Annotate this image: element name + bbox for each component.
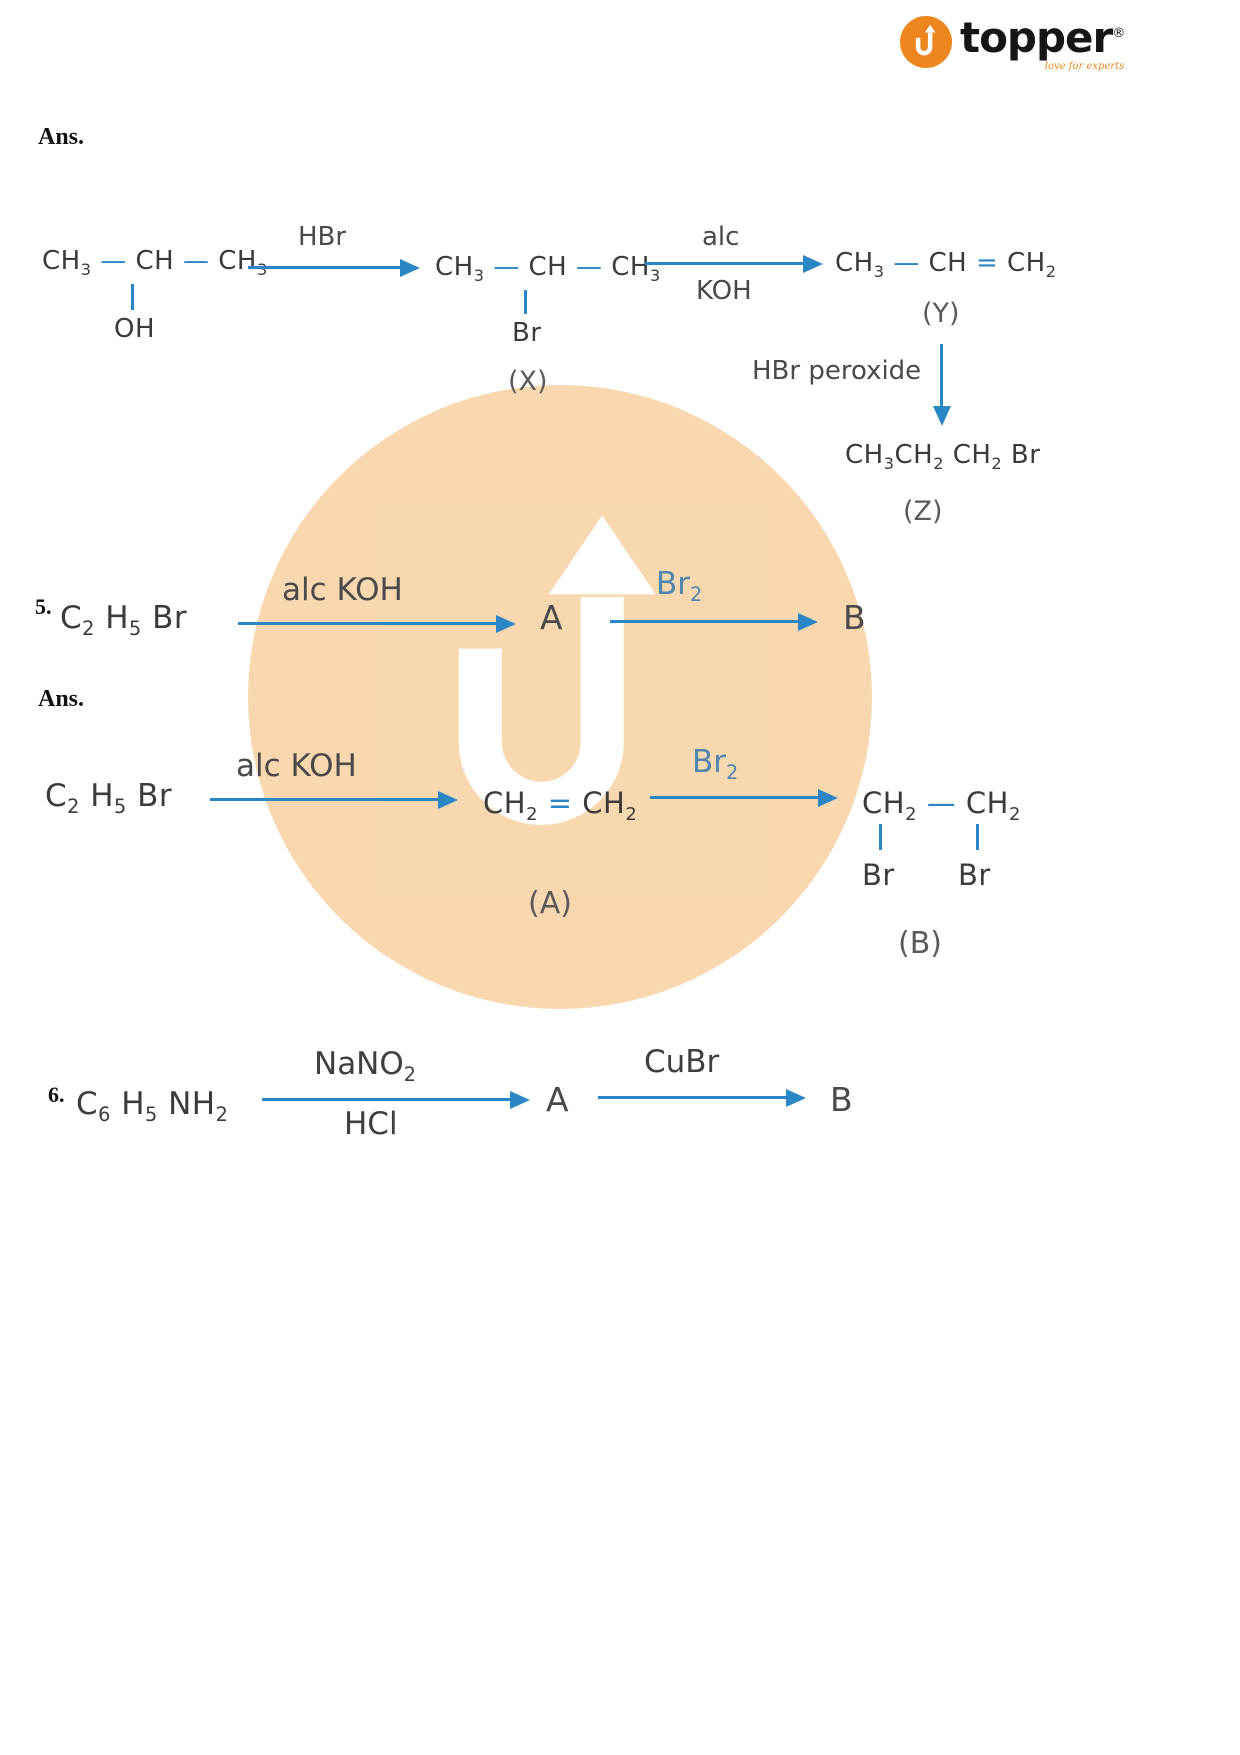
topper-logo-u-arrow-icon bbox=[900, 16, 952, 68]
scheme1-reactant-formula: CH3 — CH — CH3 bbox=[42, 246, 268, 280]
scheme1-intermediate-substituent: Br bbox=[512, 318, 542, 348]
question6-product-b: B bbox=[830, 1080, 853, 1119]
answer5-product2-vertical-bond-right bbox=[976, 824, 979, 850]
question6-arrow-1 bbox=[262, 1098, 510, 1101]
scheme1-reactant-substituent: OH bbox=[114, 314, 156, 344]
brand-tagline: love for experts bbox=[1044, 61, 1125, 73]
answer5-product1-formula: CH2 = CH2 bbox=[483, 786, 638, 825]
scheme1-intermediate-formula: CH3 — CH — CH3 bbox=[435, 252, 661, 286]
answer5-reagent1-label: alc KOH bbox=[236, 748, 357, 784]
answer5-product2-substituent-right: Br bbox=[958, 858, 991, 892]
scheme1-intermediate-vertical-bond bbox=[524, 290, 527, 314]
question5-number: 5. bbox=[35, 594, 52, 619]
scheme1-product1-label: (Y) bbox=[922, 298, 960, 329]
answer5-product2-vertical-bond-left bbox=[879, 824, 882, 850]
answer-heading-2: Ans. bbox=[38, 686, 85, 712]
scheme1-arrow-3-down bbox=[940, 344, 943, 406]
question5-product-a: A bbox=[540, 598, 563, 637]
scheme1-arrow-2 bbox=[645, 262, 803, 265]
watermark-up-arrow-u-icon bbox=[410, 508, 710, 887]
question5-product-b: B bbox=[843, 598, 866, 637]
question6-number: 6. bbox=[48, 1082, 65, 1107]
scheme1-reagent2-top-label: alc bbox=[702, 222, 740, 252]
question5-reactant-formula: C2 H5 Br bbox=[60, 600, 188, 641]
scheme1-product2-label: (Z) bbox=[903, 496, 943, 527]
scheme1-reagent3-label: HBr peroxide bbox=[752, 356, 922, 386]
scheme1-reagent1-label: HBr bbox=[298, 222, 347, 252]
question6-reagent2-label: CuBr bbox=[644, 1044, 720, 1080]
topper-logo: topper® love for experts bbox=[900, 13, 1125, 73]
answer5-arrow-2 bbox=[650, 796, 818, 799]
brand-name-text: topper bbox=[960, 13, 1113, 62]
answer5-reactant-formula: C2 H5 Br bbox=[45, 778, 173, 819]
question5-reagent2-label: Br2 bbox=[656, 566, 703, 607]
question6-product-a: A bbox=[546, 1080, 569, 1119]
answer5-arrow-1 bbox=[210, 798, 438, 801]
answer5-product2-substituent-left: Br bbox=[862, 858, 895, 892]
answer5-product2-label: (B) bbox=[898, 926, 942, 961]
answer-heading-1: Ans. bbox=[38, 124, 85, 150]
registered-mark: ® bbox=[1112, 26, 1125, 41]
answer5-product2-formula: CH2 — CH2 bbox=[862, 786, 1021, 825]
question6-reagent1-top-label: NaNO2 bbox=[314, 1046, 416, 1087]
question5-arrow-1 bbox=[238, 622, 496, 625]
brand-name: topper® bbox=[960, 13, 1125, 62]
scheme1-reactant-vertical-bond bbox=[131, 284, 134, 310]
scheme1-arrow-1 bbox=[248, 266, 400, 269]
topper-logo-text-wrap: topper® love for experts bbox=[960, 13, 1125, 73]
scheme1-product1-formula: CH3 — CH = CH2 bbox=[835, 248, 1057, 282]
question6-reactant-formula: C6 H5 NH2 bbox=[76, 1086, 229, 1127]
scheme1-reagent2-bottom-label: KOH bbox=[696, 276, 752, 306]
answer5-reagent2-label: Br2 bbox=[692, 744, 739, 785]
question5-reagent1-label: alc KOH bbox=[282, 572, 403, 608]
scheme1-product2-formula: CH3CH2 CH2 Br bbox=[845, 440, 1041, 474]
scheme1-intermediate-label: (X) bbox=[508, 366, 548, 397]
watermark bbox=[248, 385, 872, 1009]
answer5-product1-label: (A) bbox=[528, 886, 572, 921]
question5-arrow-2 bbox=[610, 620, 798, 623]
question6-reagent1-bottom-label: HCl bbox=[344, 1106, 398, 1142]
question6-arrow-2 bbox=[598, 1096, 786, 1099]
